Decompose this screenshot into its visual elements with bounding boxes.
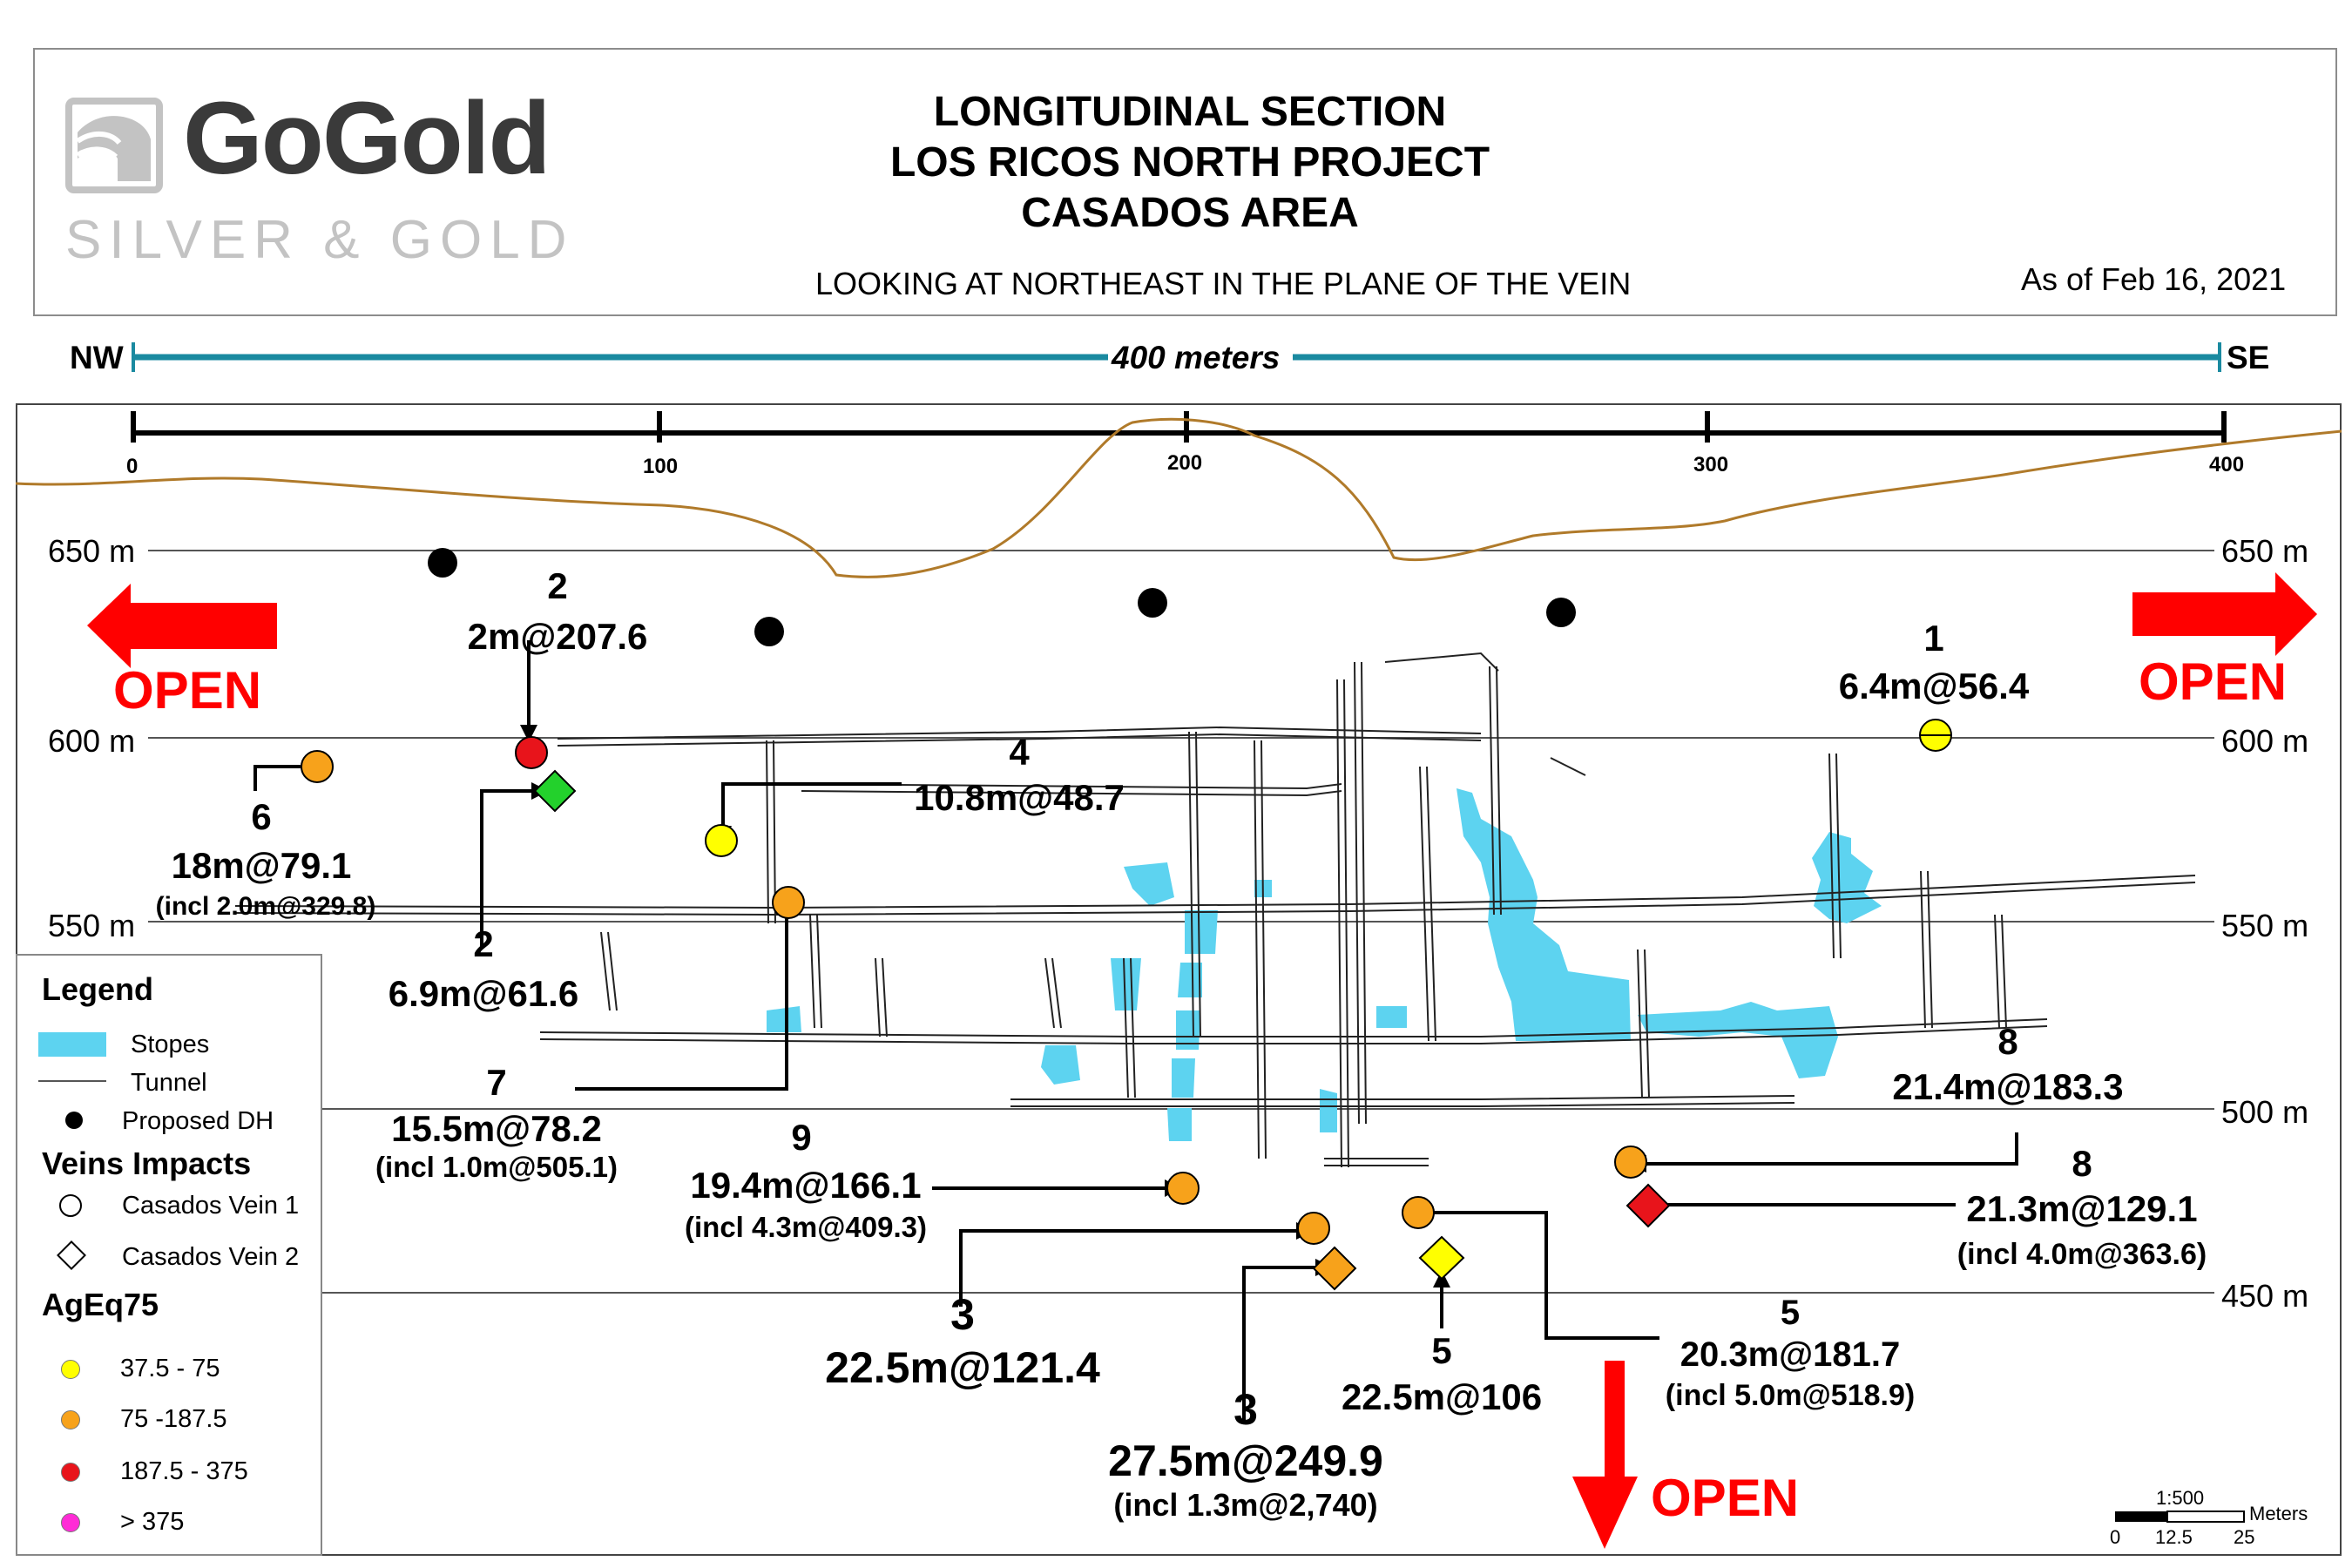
intercept-value: 6.4m@56.4 xyxy=(1838,666,2030,706)
elev-600-left: 600 m xyxy=(48,723,136,759)
proposed-dh-icon xyxy=(65,1112,83,1129)
legend-class-1: 37.5 - 75 xyxy=(120,1355,220,1382)
intercept-num: 5 xyxy=(1431,1330,1452,1371)
legend-tunnel: Tunnel xyxy=(131,1069,207,1097)
tick-400: 400 xyxy=(2209,453,2245,476)
open-label-bottom: OPEN xyxy=(1651,1469,1800,1527)
elev-550-right: 550 m xyxy=(2221,908,2309,943)
intercept-num: 3 xyxy=(950,1290,975,1339)
class-magenta-icon xyxy=(61,1513,80,1532)
scalebar-unit: Meters xyxy=(2249,1503,2308,1524)
elev-500-right: 500 m xyxy=(2221,1094,2309,1130)
tick-300: 300 xyxy=(1693,453,1729,476)
tick-100: 100 xyxy=(643,455,679,478)
open-label-right: OPEN xyxy=(2139,652,2288,711)
title-line-2: LOS RICOS NORTH PROJECT xyxy=(889,139,1490,186)
intercept-num: 3 xyxy=(1233,1385,1258,1434)
gogold-logo-icon xyxy=(65,98,163,193)
intercept-value: 21.3m@129.1 xyxy=(1966,1188,2198,1229)
intercept-value: 22.5m@106 xyxy=(1341,1376,1543,1417)
intercept-num: 8 xyxy=(1997,1021,2018,1062)
intercept-incl: (incl 1.3m@2,740) xyxy=(1113,1487,1378,1523)
intercept-incl: (incl 5.0m@518.9) xyxy=(1665,1379,1916,1412)
intercept-value: 2m@207.6 xyxy=(467,616,648,657)
intercept-value: 27.5m@249.9 xyxy=(1108,1436,1383,1485)
intercept-num: 2 xyxy=(473,923,494,964)
title-line-3: CASADOS AREA xyxy=(1021,190,1359,236)
scale-nw: NW xyxy=(70,340,124,375)
scalebar-tick-12: 12.5 xyxy=(2155,1526,2193,1548)
legend-title: Legend xyxy=(42,971,154,1007)
legend-ageq-title: AgEq75 xyxy=(42,1287,159,1322)
open-label-left: OPEN xyxy=(113,661,262,720)
intercept-value: 22.5m@121.4 xyxy=(825,1343,1100,1392)
class-red-icon xyxy=(61,1463,80,1482)
tick-0: 0 xyxy=(126,455,139,478)
legend-class-3: 187.5 - 375 xyxy=(120,1457,248,1485)
intercept-num: 9 xyxy=(791,1117,812,1158)
intercept-num: 1 xyxy=(1923,618,1944,659)
subtitle: LOOKING AT NORTHEAST IN THE PLANE OF THE… xyxy=(815,266,1632,301)
open-left-arrow xyxy=(87,584,277,668)
logo-main-text: GoGold xyxy=(183,81,551,196)
open-right-arrow xyxy=(2132,572,2317,656)
legend-box: Legend Stopes Tunnel Proposed DH Veins I… xyxy=(16,954,322,1556)
stope-swatch-icon xyxy=(38,1032,106,1057)
intercept-value: 20.3m@181.7 xyxy=(1680,1335,1901,1374)
intercept-incl: (incl 4.3m@409.3) xyxy=(685,1211,927,1243)
proposed-dh-points xyxy=(428,548,1576,646)
intercept-value: 10.8m@48.7 xyxy=(914,777,1125,818)
scalebar-ratio: 1:500 xyxy=(2156,1487,2205,1509)
scale-se: SE xyxy=(2227,340,2270,375)
intercept-value: 18m@79.1 xyxy=(171,845,352,886)
legend-vein-1: Casados Vein 1 xyxy=(122,1192,300,1220)
elev-650-left: 650 m xyxy=(48,533,136,569)
intercept-num: 8 xyxy=(2072,1143,2092,1184)
title-line-1: LONGITUDINAL SECTION xyxy=(933,89,1447,135)
intercept-incl: (incl 2.0m@329.8) xyxy=(155,892,376,921)
elev-650-right: 650 m xyxy=(2221,533,2309,569)
legend-proposed-dh: Proposed DH xyxy=(122,1107,274,1135)
length-scale-bar xyxy=(132,339,2221,375)
vein1-circle-icon xyxy=(59,1194,82,1217)
tick-200: 200 xyxy=(1167,451,1203,475)
legend-veins-title: Veins Impacts xyxy=(42,1146,252,1181)
legend-class-2: 75 -187.5 xyxy=(120,1405,227,1433)
legend-class-4: > 375 xyxy=(120,1508,185,1536)
intercept-num: 5 xyxy=(1780,1294,1801,1332)
class-orange-icon xyxy=(61,1410,80,1429)
open-down-arrow xyxy=(1572,1361,1638,1549)
elev-600-right: 600 m xyxy=(2221,723,2309,759)
intercept-value: 15.5m@78.2 xyxy=(391,1108,602,1149)
intercept-value: 6.9m@61.6 xyxy=(388,973,579,1014)
scalebar-tick-25: 25 xyxy=(2234,1526,2255,1548)
intercept-num: 4 xyxy=(1009,732,1030,773)
header-box xyxy=(33,48,2337,316)
elev-450-right: 450 m xyxy=(2221,1278,2309,1314)
class-yellow-icon xyxy=(61,1360,80,1379)
intercept-value: 19.4m@166.1 xyxy=(690,1165,922,1206)
legend-vein-2: Casados Vein 2 xyxy=(122,1243,300,1271)
intercept-2-vein1-marker xyxy=(515,736,548,769)
tunnel-line-icon xyxy=(38,1080,106,1082)
scalebar-tick-0: 0 xyxy=(2110,1526,2121,1548)
vein2-diamond-icon xyxy=(57,1240,86,1270)
intercept-num: 6 xyxy=(251,796,272,837)
intercept-num: 2 xyxy=(547,565,568,606)
legend-stopes: Stopes xyxy=(131,1031,210,1058)
intercept-incl: (incl 1.0m@505.1) xyxy=(375,1151,618,1183)
intercept-num: 7 xyxy=(486,1062,507,1103)
intercept-value: 21.4m@183.3 xyxy=(1892,1066,2124,1107)
scale-length: 400 meters xyxy=(1112,340,1281,375)
intercept-incl: (incl 4.0m@363.6) xyxy=(1957,1238,2207,1271)
date-label: As of Feb 16, 2021 xyxy=(2021,261,2287,297)
elev-550-left: 550 m xyxy=(48,908,136,943)
logo-sub-text: SILVER & GOLD xyxy=(65,210,575,270)
